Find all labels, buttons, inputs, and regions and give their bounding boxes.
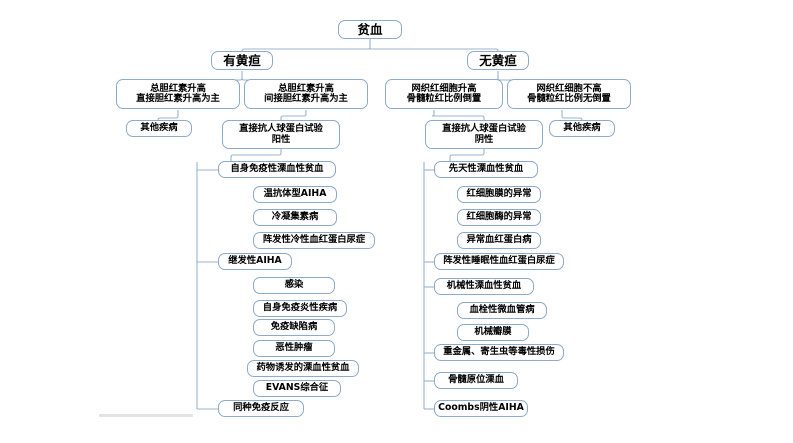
node-label: 药物诱发的溧血性贫血 <box>256 362 350 374</box>
node-warm-antibody-aiha[interactable]: 温抗体型AIHA <box>253 186 337 203</box>
node-rbc-membrane-abnormality[interactable]: 红细胞膜的异常 <box>457 186 541 203</box>
node-coombs-negative-aiha[interactable]: Coombs阴性AIHA <box>434 400 528 417</box>
node-mechanical-valve[interactable]: 机械瓣膜 <box>457 324 529 341</box>
node-label: 感染 <box>284 279 304 291</box>
node-paroxysmal-nocturnal-hemoglobinuria[interactable]: 阵发性睡眠性血红蛋白尿症 <box>434 253 564 270</box>
node-label: 同种免疫反应 <box>233 402 289 414</box>
node-congenital-hemolytic-anemia[interactable]: 先天性溧血性贫血 <box>434 161 538 178</box>
node-label-line1: 网织红细胞升高 <box>411 82 477 94</box>
node-reticulocyte-high[interactable]: 网织红细胞升高 骨髓粒红比例倒置 <box>385 79 503 109</box>
node-other-diseases-right[interactable]: 其他疾病 <box>549 120 615 137</box>
node-label: 无黄疸 <box>479 52 517 68</box>
node-mechanical-hemolytic-anemia[interactable]: 机械性溧血性贫血 <box>434 278 534 295</box>
node-label: 贫血 <box>357 21 383 37</box>
node-label-line2: 阴性 <box>474 133 494 145</box>
node-label: 重金属、寄生虫等毒性损伤 <box>443 346 555 358</box>
node-label: EVANS综合征 <box>265 382 329 394</box>
node-label: 机械性溧血性贫血 <box>446 280 522 292</box>
node-autoimmune-hemolytic-anemia[interactable]: 自身免疫性溧血性贫血 <box>218 161 336 178</box>
node-label: 阵发性冷性血红蛋白尿症 <box>262 234 366 246</box>
slide-artifact-line <box>99 414 193 417</box>
node-abnormal-hemoglobinopathy[interactable]: 异常血红蛋白病 <box>457 232 541 249</box>
node-label-line1: 直接抗人球蛋白试验 <box>239 123 323 135</box>
node-label-line2: 间接胆红素升高为主 <box>264 93 348 104</box>
node-label-line2: 骨髓粒红比例无倒置 <box>527 93 611 104</box>
node-evans-syndrome[interactable]: EVANS综合征 <box>253 380 341 397</box>
node-label: Coombs阴性AIHA <box>438 402 524 414</box>
node-cold-agglutinin-disease[interactable]: 冷凝集素病 <box>253 209 337 226</box>
node-label: 恶性肿瘤 <box>275 342 313 354</box>
node-infection[interactable]: 感染 <box>253 277 335 294</box>
node-intramedullary-hemolysis[interactable]: 骨髓原位溧血 <box>434 372 518 389</box>
node-label-line2: 阳性 <box>271 133 291 145</box>
node-rbc-enzyme-abnormality[interactable]: 红细胞酶的异常 <box>457 209 541 226</box>
node-label-line1: 网织红细胞不高 <box>536 82 602 94</box>
node-label-line1: 总胆红素升高 <box>150 82 206 94</box>
node-label: 异常血红蛋白病 <box>466 234 532 246</box>
node-label: 红细胞膜的异常 <box>466 188 532 200</box>
node-label: 冷凝集素病 <box>271 211 319 223</box>
node-label: 其他疾病 <box>140 122 178 134</box>
node-total-bilirubin-direct[interactable]: 总胆红素升高 直接胆红素升高为主 <box>116 79 240 109</box>
node-label-line1: 直接抗人球蛋白试验 <box>442 123 526 135</box>
node-root-anemia[interactable]: 贫血 <box>338 20 402 39</box>
node-label: 其他疾病 <box>563 122 601 134</box>
node-without-jaundice[interactable]: 无黄疸 <box>467 51 529 70</box>
node-label: 温抗体型AIHA <box>263 188 327 200</box>
node-label: 继发性AIHA <box>228 255 282 267</box>
node-label-line2: 骨髓粒红比例倒置 <box>406 93 482 104</box>
node-coombs-test-positive[interactable]: 直接抗人球蛋白试验 阳性 <box>222 120 340 149</box>
node-label-line2: 直接胆红素升高为主 <box>136 93 220 104</box>
node-autoimmune-inflammatory-disease[interactable]: 自身免疫炎性疾病 <box>253 300 347 317</box>
node-reticulocyte-normal[interactable]: 网织红细胞不高 骨髓粒红比例无倒置 <box>507 79 631 109</box>
node-label-line1: 总胆红素升高 <box>278 82 334 94</box>
node-drug-induced-hemolytic-anemia[interactable]: 药物诱发的溧血性贫血 <box>247 360 359 377</box>
node-label: 免疫缺陷病 <box>270 321 318 333</box>
node-label: 机械瓣膜 <box>474 326 512 338</box>
node-other-diseases-left[interactable]: 其他疾病 <box>126 120 192 137</box>
node-immunodeficiency-disease[interactable]: 免疫缺陷病 <box>253 319 335 336</box>
node-thrombotic-microangiopathy[interactable]: 血栓性微血管病 <box>457 302 547 319</box>
node-with-jaundice[interactable]: 有黄疸 <box>211 51 273 70</box>
node-label: 自身免疫炎性疾病 <box>262 302 338 314</box>
node-label: 红细胞酶的异常 <box>466 211 532 223</box>
node-label: 有黄疸 <box>223 52 261 68</box>
node-malignant-tumor[interactable]: 恶性肿瘤 <box>253 340 335 357</box>
node-label: 阵发性睡眠性血红蛋白尿症 <box>443 255 555 267</box>
node-paroxysmal-cold-hemoglobinuria[interactable]: 阵发性冷性血红蛋白尿症 <box>253 232 375 249</box>
node-label: 血栓性微血管病 <box>469 304 535 316</box>
node-secondary-aiha[interactable]: 继发性AIHA <box>218 253 292 270</box>
node-alloimmune-reaction[interactable]: 同种免疫反应 <box>218 400 304 417</box>
node-toxic-injury-heavy-metals-parasites[interactable]: 重金属、寄生虫等毒性损伤 <box>434 344 564 361</box>
node-label: 自身免疫性溧血性贫血 <box>230 163 324 175</box>
node-total-bilirubin-indirect[interactable]: 总胆红素升高 间接胆红素升高为主 <box>244 79 368 109</box>
node-label: 骨髓原位溧血 <box>448 374 504 386</box>
node-label: 先天性溧血性贫血 <box>448 163 524 175</box>
node-coombs-test-negative[interactable]: 直接抗人球蛋白试验 阴性 <box>425 120 543 149</box>
